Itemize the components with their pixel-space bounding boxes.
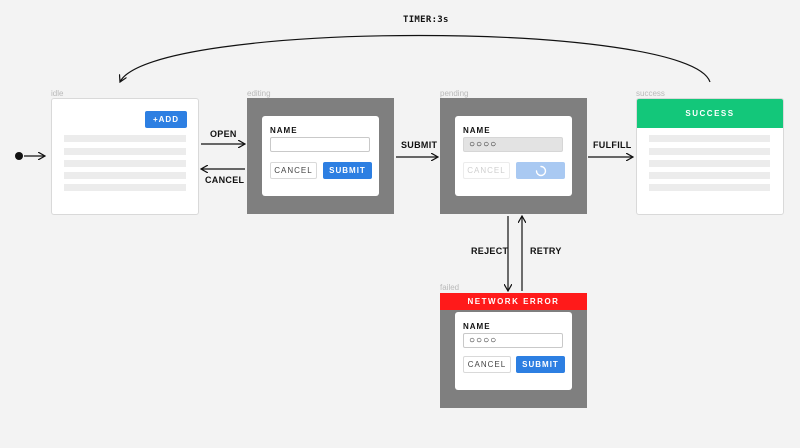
skeleton-line xyxy=(649,172,770,179)
timer-label: TIMER:3s xyxy=(403,15,449,25)
state-name-failed: failed xyxy=(440,283,460,292)
start-dot-icon xyxy=(15,152,23,160)
skeleton-line xyxy=(649,184,770,191)
skeleton-line xyxy=(64,148,186,155)
name-label: NAME xyxy=(270,126,298,135)
skeleton-line xyxy=(64,135,186,142)
timer-arrow xyxy=(120,34,711,83)
skeleton-line xyxy=(64,184,186,191)
reject-label: REJECT xyxy=(471,246,509,256)
skeleton-line xyxy=(64,160,186,167)
editing-form-card: NAME CANCEL SUBMIT xyxy=(262,116,379,196)
add-button[interactable]: +ADD xyxy=(145,111,187,128)
skeleton-line xyxy=(64,172,186,179)
state-name-success: success xyxy=(636,89,665,98)
name-input[interactable] xyxy=(270,137,370,152)
failed-frame: NETWORK ERROR NAME ○○○○ CANCEL SUBMIT xyxy=(440,293,587,408)
pending-form-card: NAME ○○○○ CANCEL xyxy=(455,116,572,196)
state-name-idle: idle xyxy=(51,89,64,98)
submit-label: SUBMIT xyxy=(401,140,438,150)
state-name-editing: editing xyxy=(247,89,271,98)
skeleton-line xyxy=(649,148,770,155)
state-name-pending: pending xyxy=(440,89,469,98)
name-label: NAME xyxy=(463,126,491,135)
name-input[interactable]: ○○○○ xyxy=(463,333,563,348)
success-banner: SUCCESS xyxy=(637,99,783,128)
name-label: NAME xyxy=(463,322,491,331)
fulfill-label: FULFILL xyxy=(593,140,632,150)
submit-button[interactable]: SUBMIT xyxy=(516,356,565,373)
cancel-button[interactable]: CANCEL xyxy=(463,356,511,373)
submit-button[interactable]: SUBMIT xyxy=(323,162,372,179)
spinner-icon xyxy=(535,165,546,177)
retry-label: RETRY xyxy=(530,246,562,256)
cancel-label: CANCEL xyxy=(205,175,245,185)
failed-form-card: NAME ○○○○ CANCEL SUBMIT xyxy=(455,312,572,390)
cancel-button[interactable]: CANCEL xyxy=(270,162,317,179)
name-input: ○○○○ xyxy=(463,137,563,152)
editing-frame: NAME CANCEL SUBMIT xyxy=(247,98,394,214)
cancel-button: CANCEL xyxy=(463,162,510,179)
network-error-banner: NETWORK ERROR xyxy=(440,293,587,310)
pending-frame: NAME ○○○○ CANCEL xyxy=(440,98,587,214)
success-panel: SUCCESS xyxy=(636,98,784,215)
skeleton-line xyxy=(649,135,770,142)
open-label: OPEN xyxy=(210,129,237,139)
idle-panel: +ADD xyxy=(51,98,199,215)
submit-button xyxy=(516,162,565,179)
skeleton-line xyxy=(649,160,770,167)
